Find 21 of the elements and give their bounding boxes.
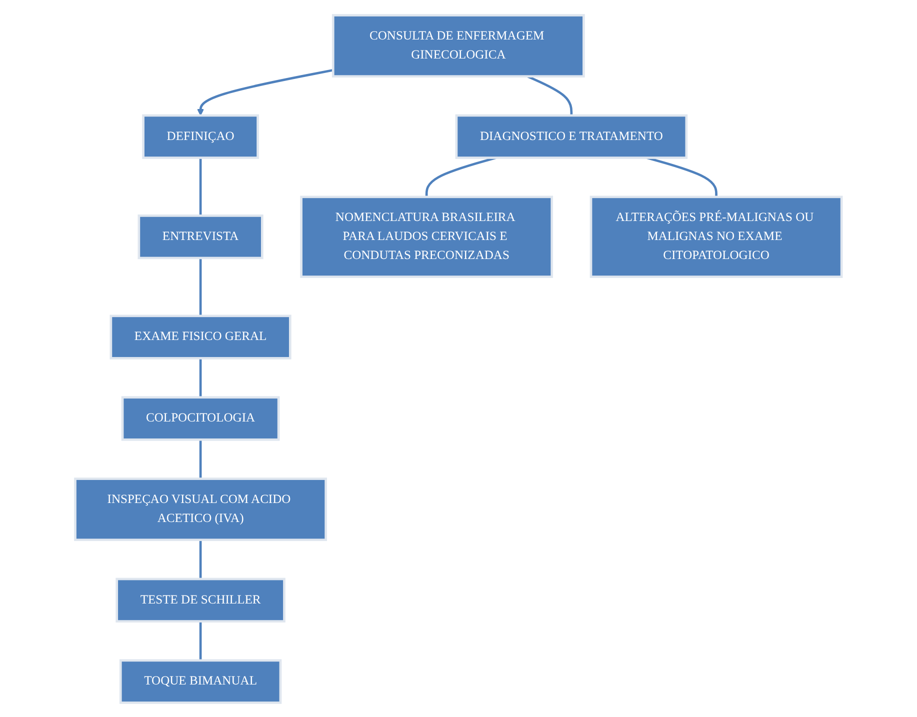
node-box: TOQUE BIMANUAL [120, 658, 282, 704]
node-box: EXAME FISICO GERAL [110, 314, 292, 359]
node-box: ALTERAÇÕES PRÉ-MALIGNAS OU MALIGNAS NO EXAME CITOPATOLOGICO [590, 195, 843, 278]
node-box: CONSULTA DE ENFERMAGEM GINECOLOGICA [332, 14, 585, 77]
node-box: COLPOCITOLOGIA [121, 396, 280, 440]
arrow [197, 68, 334, 116]
node-box: INSPEÇAO VISUAL COM ACIDO ACETICO (IVA) [74, 477, 328, 541]
node-box: TESTE DE SCHILLER [116, 577, 286, 622]
connector [526, 74, 573, 115]
connector [199, 358, 202, 397]
connector [199, 620, 202, 660]
node-box: DIAGNOSTICO E TRATAMENTO [455, 114, 688, 158]
connector [646, 156, 718, 196]
node-box: DEFINIÇAO [142, 114, 260, 158]
connector [199, 258, 202, 316]
connector [199, 439, 202, 478]
node-box: ENTREVISTA [138, 214, 264, 259]
node-box: NOMENCLATURA BRASILEIRA PARA LAUDOS CERVICAIS E CONDUTAS PRECONIZADAS [300, 195, 554, 278]
connector [199, 539, 202, 578]
connector [199, 157, 202, 216]
connector [425, 156, 497, 196]
